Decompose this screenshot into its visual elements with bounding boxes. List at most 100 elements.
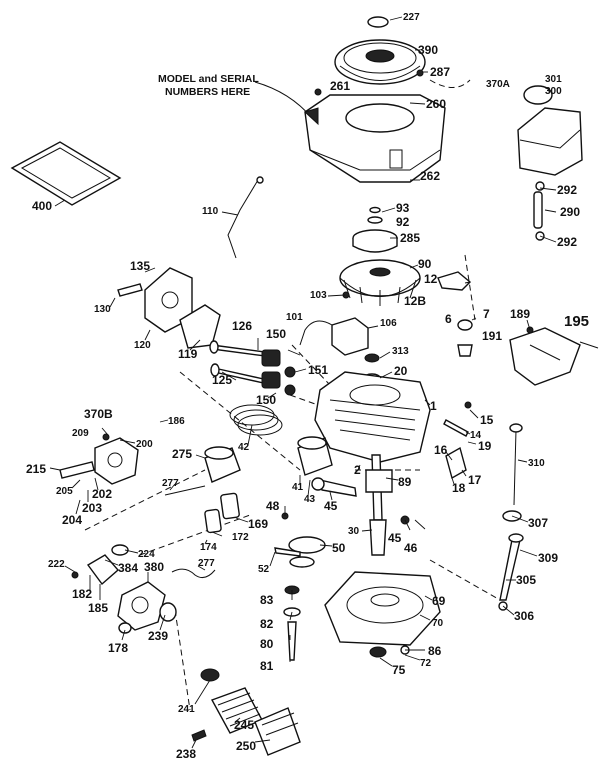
part-75-seal — [369, 645, 410, 658]
label-238: 238 — [176, 747, 196, 761]
label-20: 20 — [394, 364, 408, 378]
label-203: 203 — [82, 501, 102, 515]
label-45-b: 45 — [388, 531, 402, 545]
part-70-sump — [324, 571, 441, 646]
label-200: 200 — [136, 439, 153, 450]
small-fasteners — [71, 69, 534, 579]
part-245-filter — [200, 668, 263, 734]
label-169: 169 — [248, 517, 268, 531]
part-260-blower-housing — [304, 94, 446, 183]
label-241: 241 — [178, 704, 195, 715]
label-222: 222 — [48, 559, 65, 570]
label-101: 101 — [286, 312, 303, 323]
label-106: 106 — [380, 318, 397, 329]
part-300-fuel-tank — [517, 85, 583, 176]
label-209: 209 — [72, 428, 89, 439]
part-89-crankshaft — [365, 454, 393, 556]
label-390: 390 — [418, 43, 438, 57]
part-110-governor-link — [227, 176, 264, 259]
label-2: 2 — [354, 463, 361, 477]
part-135-bolt — [117, 283, 143, 297]
label-292-top: 292 — [557, 183, 577, 197]
part-42-piston-rings — [229, 404, 283, 436]
part-285-starter-cup — [352, 206, 398, 253]
label-172: 172 — [232, 532, 249, 543]
label-81: 81 — [260, 659, 274, 673]
label-150-b: 150 — [256, 393, 276, 407]
label-400: 400 — [32, 199, 52, 213]
label-309: 309 — [538, 551, 558, 565]
label-46: 46 — [404, 541, 418, 555]
label-370A: 370A — [486, 79, 510, 90]
part-169-gasket — [204, 492, 240, 534]
part-275-piston — [204, 446, 241, 483]
part-178-bowl — [118, 622, 132, 634]
label-92: 92 — [396, 215, 410, 229]
part-250-filter-sleeve — [254, 707, 301, 756]
part-16-governor — [443, 419, 469, 480]
label-18: 18 — [452, 481, 466, 495]
label-110: 110 — [202, 206, 219, 217]
part-106-ignition-module — [299, 317, 369, 356]
label-17: 17 — [468, 473, 482, 487]
part-200-carburetor — [59, 437, 139, 485]
label-370B: 370B — [84, 407, 113, 421]
part-50-camshaft — [274, 536, 326, 557]
part-90-flywheel — [339, 259, 421, 306]
label-182: 182 — [72, 587, 92, 601]
label-261: 261 — [330, 79, 350, 93]
label-384: 384 — [118, 561, 138, 575]
label-135: 135 — [130, 259, 150, 273]
part-238-screw — [191, 729, 207, 742]
label-245: 245 — [234, 718, 254, 732]
label-151: 151 — [308, 363, 328, 377]
label-285: 285 — [400, 231, 420, 245]
label-178: 178 — [108, 641, 128, 655]
label-310: 310 — [528, 458, 545, 469]
label-307: 307 — [528, 516, 548, 530]
label-86: 86 — [428, 644, 442, 658]
label-204: 204 — [62, 513, 82, 527]
label-150-a: 150 — [266, 327, 286, 341]
label-93: 93 — [396, 201, 410, 215]
label-224: 224 — [138, 549, 155, 560]
leader-lines — [49, 16, 557, 749]
label-7: 7 — [483, 307, 490, 321]
label-75: 75 — [392, 663, 406, 677]
label-306: 306 — [514, 609, 534, 623]
part-191-control-bracket — [509, 327, 599, 386]
part-400-plate — [10, 141, 122, 206]
label-45-a: 45 — [324, 499, 338, 513]
label-80: 80 — [260, 637, 274, 651]
label-313: 313 — [392, 346, 409, 357]
label-42: 42 — [238, 442, 250, 453]
label-260: 260 — [426, 97, 446, 111]
label-69: 69 — [432, 594, 446, 608]
label-227: 227 — [403, 12, 420, 23]
part-380-carburetor — [117, 581, 177, 631]
label-262: 262 — [420, 169, 440, 183]
label-290: 290 — [560, 205, 580, 219]
label-189: 189 — [510, 307, 530, 321]
label-185: 185 — [88, 601, 108, 615]
label-6: 6 — [445, 312, 452, 326]
label-90: 90 — [418, 257, 432, 271]
part-12-tool — [437, 271, 472, 291]
label-195: 195 — [564, 313, 589, 330]
part-290-strap — [533, 181, 545, 241]
label-305: 305 — [516, 573, 536, 587]
part-41-piston — [297, 436, 333, 476]
label-275: 275 — [172, 447, 192, 461]
label-48: 48 — [266, 499, 280, 513]
label-380: 380 — [144, 560, 164, 574]
label-82: 82 — [260, 617, 274, 631]
label-30: 30 — [348, 526, 360, 537]
label-43: 43 — [304, 494, 316, 505]
label-202: 202 — [92, 487, 112, 501]
part-6-breather — [457, 319, 473, 357]
label-174: 174 — [200, 542, 217, 553]
label-300: 300 — [545, 86, 562, 97]
label-89: 89 — [398, 475, 412, 489]
label-301: 301 — [545, 74, 562, 85]
